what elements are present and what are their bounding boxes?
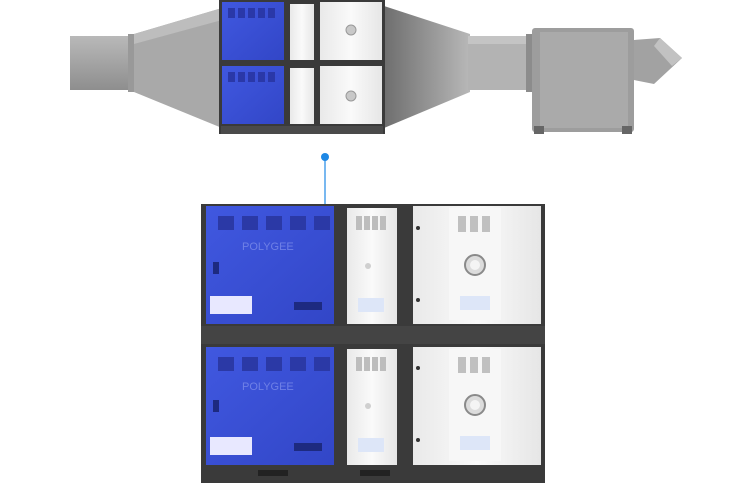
top-control-module-2 [290,68,314,124]
detail-purifier-unit: POLYGEE POLYGEE [201,204,545,483]
brand-text-lower: POLYGEE [242,381,294,393]
brand-text: POLYGEE [242,241,294,253]
top-control-module-1 [290,4,314,60]
label-plate [210,296,252,314]
left-inlet-duct [70,36,134,90]
top-purifier-unit [219,0,385,134]
vent-grille-icon [218,216,330,230]
callout-pointer [321,153,329,206]
door-handle [213,262,219,274]
right-transition-hood [384,6,470,128]
duct-assembly [70,6,682,134]
